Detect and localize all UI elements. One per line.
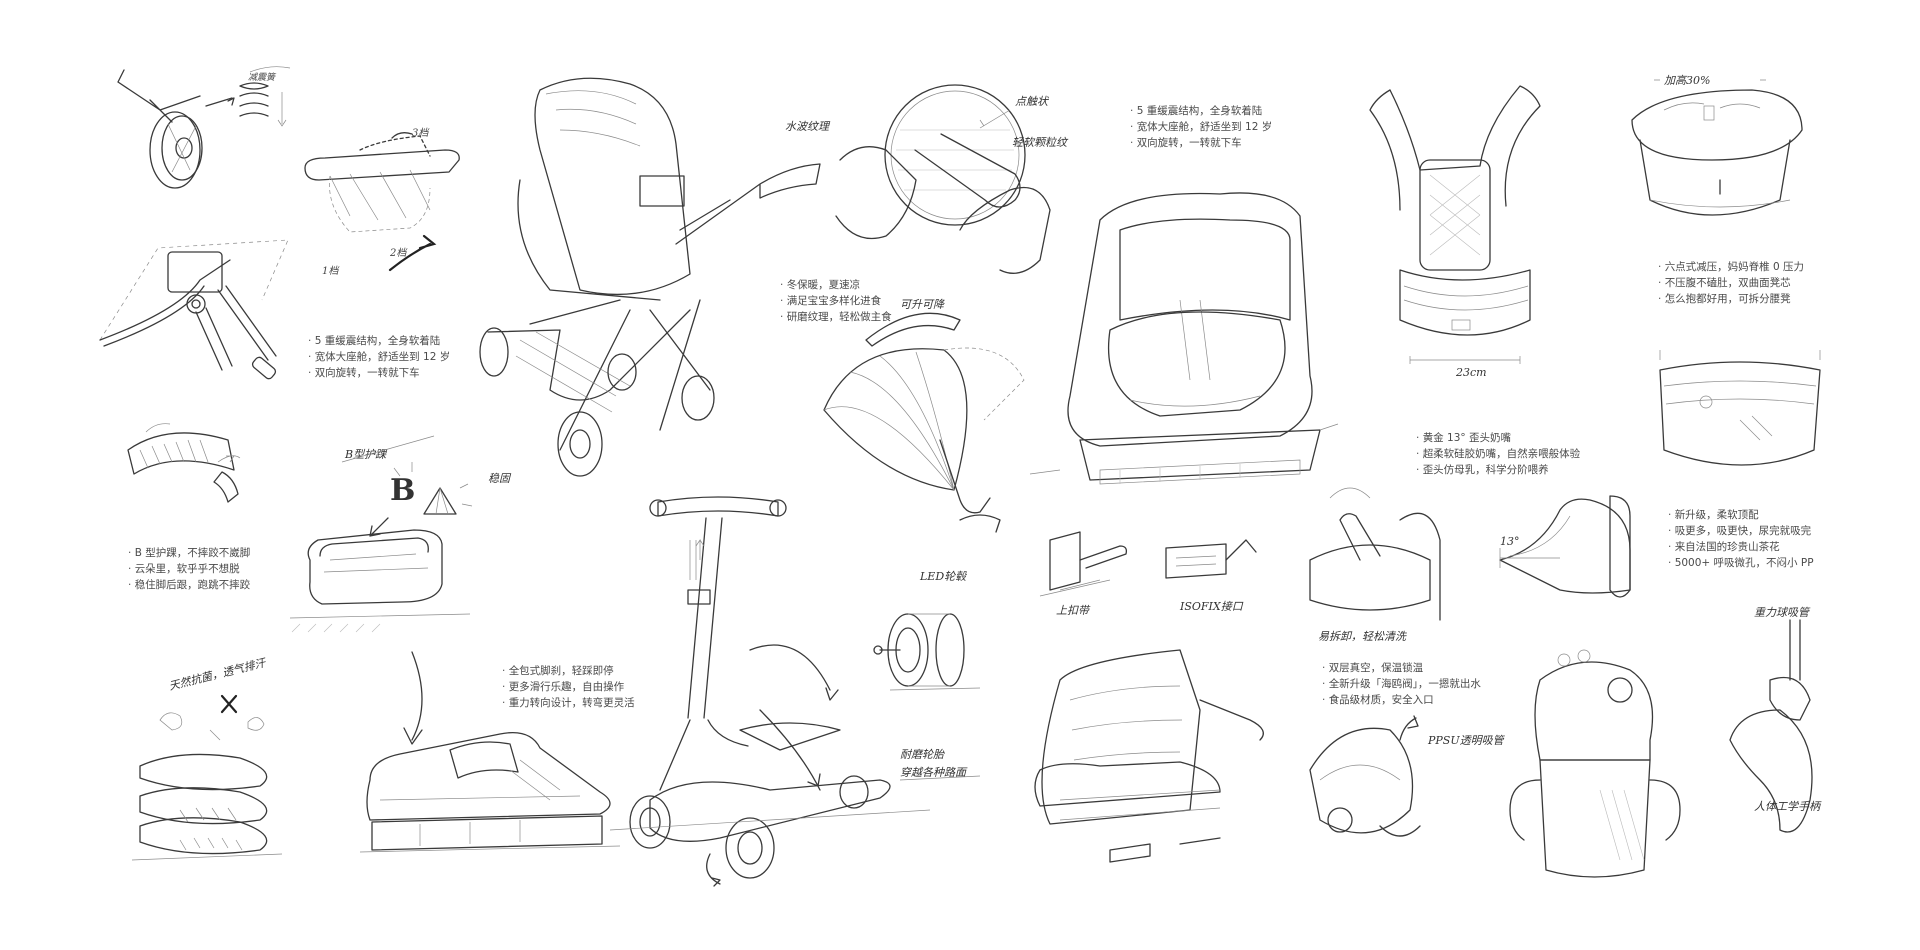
spring-label: 减震簧	[248, 73, 276, 83]
straw-top-label: 重力球吸管	[1754, 606, 1811, 619]
hip-seat-sketch: 加高30%	[1631, 74, 1803, 216]
note-line: 稳住脚后跟，跑跳不摔跤	[128, 577, 251, 593]
heel-cup-sketch	[289, 529, 471, 633]
note-line: B 型护踝，不摔跤不崴脚	[128, 545, 251, 561]
insole-layers-sketch: 天然抗菌，透气排汗	[131, 656, 283, 861]
straw-base-sketch: 易拆卸，轻松清洗	[1309, 487, 1441, 643]
stroller-sketch	[479, 77, 821, 477]
note-line: 吸更多，吸更快，尿完就吸完	[1668, 523, 1814, 539]
note-line: 新升级，柔软顶配	[1668, 507, 1814, 523]
teether-sketch: 水波纹理 点触状 轻软颗粒纹	[785, 84, 1069, 274]
fold-angle-label: 3档	[412, 128, 429, 139]
note-line: 更多滑行乐趣，自由操作	[502, 679, 635, 695]
easy-wash-label: 易拆卸，轻松清洗	[1318, 630, 1407, 643]
note-cup: 双层真空，保温锁温 全新升级「海鸥阀」，一摁就出水 食品级材质，安全入口	[1322, 660, 1481, 708]
note-line: 食品级材质，安全入口	[1322, 692, 1481, 708]
car-seat-sketch	[1029, 192, 1339, 485]
note-line: 怎么抱都好用，可拆分腰凳	[1658, 291, 1804, 307]
note-diaper: 新升级，柔软顶配 吸更多，吸更快，尿完就吸完 来自法国的珍贵山茶花 5000+ …	[1668, 507, 1814, 571]
diaper-sketch	[1659, 350, 1821, 466]
wheel-spring-sketch	[117, 66, 291, 189]
note-line: 六点式减压，妈妈脊椎 0 压力	[1658, 259, 1804, 275]
note-line: 超柔软硅胶奶嘴，自然亲喂般体验	[1416, 446, 1581, 462]
note-line: 宽体大座舱，舒适坐到 12 岁	[308, 349, 451, 365]
soft-grain-label: 轻软颗粒纹	[1012, 136, 1069, 149]
dotted-label: 点触状	[1015, 95, 1049, 108]
b-ankle-logo-sketch: B型护踝 B 稳固	[341, 435, 512, 537]
note-line: 黄金 13° 歪头奶嘴	[1416, 430, 1580, 446]
nipple-sketch: 13°	[1499, 495, 1631, 598]
note-line: 5 重缓震结构，全身软着陆	[308, 333, 450, 349]
note-line: 满足宝宝多样化进食	[780, 293, 892, 309]
straw-tube-sketch: 重力球吸管 人体工学手柄 PPSU透明吸管	[1399, 606, 1822, 833]
note-bottle-nipple: 黄金 13° 歪头奶嘴 超柔软硅胶奶嘴，自然亲喂般体验 歪头仿母乳，科学分阶喂养	[1416, 430, 1581, 478]
note-line: 冬保暖，夏速凉	[780, 277, 892, 293]
valve-sketch	[1309, 727, 1421, 837]
b-letter: B	[390, 473, 415, 508]
note-line: 来自法国的珍贵山茶花	[1668, 539, 1814, 555]
note-canopy: 冬保暖，夏速凉 满足宝宝多样化进食 研磨纹理，轻松做主食	[780, 277, 892, 325]
wear-wheel-label-2: 穿越各种路面	[900, 766, 968, 779]
canopy-sketch: 可升可降	[823, 298, 1025, 533]
nipple-angle-label: 13°	[1500, 535, 1520, 548]
isofix-detail-sketch: 上扣带 ISOFIX接口	[1039, 531, 1257, 617]
led-wheel-label: LED轮毂	[919, 570, 967, 583]
note-line: 重力转向设计，转弯更灵活	[502, 695, 635, 711]
b-ankle-label: B型护踝	[344, 448, 388, 461]
note-carrier: 六点式减压，妈妈脊椎 0 压力 不压腹不磕肚，双曲面凳芯 怎么抱都好用，可拆分腰…	[1658, 259, 1804, 307]
note-scooter: 全包式脚刹，轻踩即停 更多滑行乐趣，自由操作 重力转向设计，转弯更灵活	[502, 663, 635, 711]
ppsu-label: PPSU透明吸管	[1427, 734, 1506, 747]
tag-a-label: 上扣带	[1056, 604, 1091, 617]
sneaker-sketch	[359, 651, 621, 853]
sippy-cup-sketch	[1509, 649, 1681, 878]
handle-label: 人体工学手柄	[1754, 800, 1822, 813]
wear-wheel-label: 耐磨轮胎	[900, 748, 945, 761]
note-line: 双向旋转，一转就下车	[308, 365, 450, 381]
note-line: 不压腹不磕肚，双曲面凳芯	[1658, 275, 1804, 291]
scooter-sketch	[609, 496, 931, 887]
tag-b-label: ISOFIX接口	[1179, 600, 1244, 613]
note-line: 云朵里，软乎乎不想脱	[128, 561, 250, 577]
note-stroller-left: 5 重缓震结构，全身软着陆 宽体大座舱，舒适坐到 12 岁 双向旋转，一转就下车	[308, 333, 451, 381]
carrier-height-label: 加高30%	[1664, 74, 1710, 87]
fold-b-label: 2档	[390, 248, 407, 259]
led-wheel-sketch: LED轮毂 耐磨轮胎 穿越各种路面	[873, 570, 981, 781]
strap-sketch	[127, 423, 241, 503]
carrier-width-label: 23cm	[1455, 366, 1487, 379]
baby-carrier-sketch: 23cm	[1369, 85, 1541, 379]
note-line: 全包式脚刹，轻踩即停	[502, 663, 635, 679]
note-line: 歪头仿母乳，科学分阶喂养	[1416, 462, 1580, 478]
stable-label: 稳固	[488, 472, 512, 485]
canopy-up-label: 可升可降	[900, 298, 945, 311]
note-stroller-top: 5 重缓震结构，全身软着陆 宽体大座舱，舒适坐到 12 岁 双向旋转，一转就下车	[1130, 103, 1273, 151]
car-seat-base-sketch	[1034, 649, 1264, 863]
fold-a-label: 1档	[322, 266, 339, 277]
note-line: 研磨纹理，轻松做主食	[780, 309, 892, 325]
note-line: 5000+ 呼吸微孔，不闷小 PP	[1668, 555, 1814, 571]
insole-label: 天然抗菌，透气排汗	[168, 656, 269, 693]
footrest-sketch	[304, 132, 460, 272]
joint-mechanism-sketch	[99, 239, 289, 380]
note-shoe: B 型护踝，不摔跤不崴脚 云朵里，软乎乎不想脱 稳住脚后跟，跑跳不摔跤	[128, 545, 251, 593]
note-line: 5 重缓震结构，全身软着陆	[1130, 103, 1272, 119]
water-ripple-label: 水波纹理	[785, 120, 831, 133]
note-line: 宽体大座舱，舒适坐到 12 岁	[1130, 119, 1273, 135]
note-line: 双层真空，保温锁温	[1322, 660, 1481, 676]
note-line: 全新升级「海鸥阀」，一摁就出水	[1322, 676, 1481, 692]
note-line: 双向旋转，一转就下车	[1130, 135, 1272, 151]
